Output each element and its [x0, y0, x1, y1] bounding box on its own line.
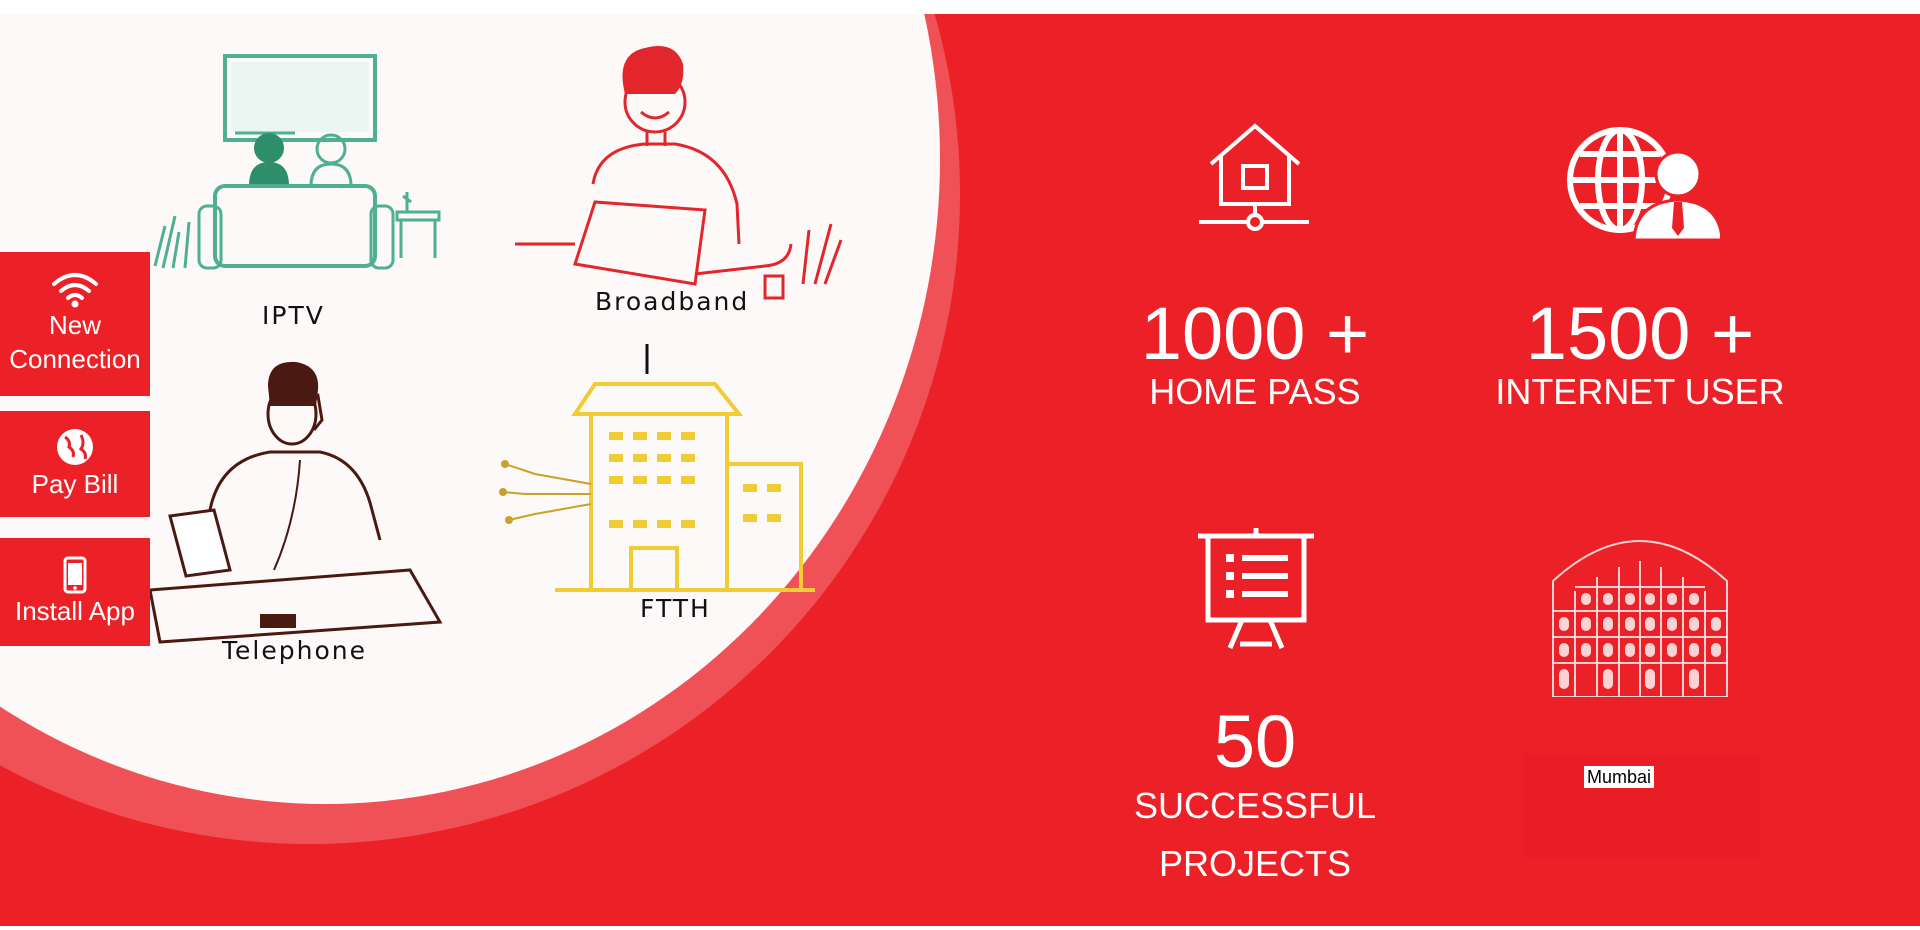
- internet-user-value: 1500 +: [1525, 292, 1755, 375]
- presentation-board-icon: [1198, 528, 1314, 649]
- projects-label-line1: SUCCESSFUL: [1133, 785, 1377, 826]
- ftth-label: FTTH: [640, 594, 711, 623]
- new-connection-button[interactable]: New Connection: [0, 252, 150, 396]
- globe-icon: [57, 429, 93, 465]
- install-app-button[interactable]: Install App: [0, 538, 150, 646]
- broadband-illustration: [515, 46, 843, 300]
- new-connection-label-line2: Connection: [9, 344, 141, 374]
- ftth-illustration: [499, 344, 815, 592]
- pay-bill-button[interactable]: Pay Bill: [0, 411, 150, 517]
- projects-value: 50: [1213, 700, 1297, 783]
- telephone-illustration: [150, 361, 443, 644]
- pay-bill-label: Pay Bill: [31, 469, 119, 499]
- home-pass-value: 1000 +: [1140, 292, 1370, 375]
- internet-user-label: INTERNET USER: [1495, 371, 1785, 412]
- city-label: Mumbai: [1584, 766, 1655, 788]
- hawa-mahal-icon: [1552, 540, 1728, 697]
- telephone-label: Telephone: [222, 636, 367, 665]
- new-connection-label-line1: New: [48, 310, 101, 340]
- iptv-illustration: [153, 54, 441, 270]
- broadband-label: Broadband: [595, 287, 750, 316]
- mobile-phone-icon: [63, 556, 87, 594]
- iptv-label: IPTV: [262, 301, 325, 330]
- globe-user-icon: [1567, 127, 1720, 242]
- home-pass-label: HOME PASS: [1149, 371, 1361, 412]
- hero-banner: IPTV Broadband Telephone: [0, 14, 1920, 926]
- install-app-label: Install App: [15, 596, 135, 626]
- house-network-icon: [1199, 123, 1309, 231]
- wifi-icon: [52, 273, 98, 308]
- projects-label-line2: PROJECTS: [1158, 843, 1352, 884]
